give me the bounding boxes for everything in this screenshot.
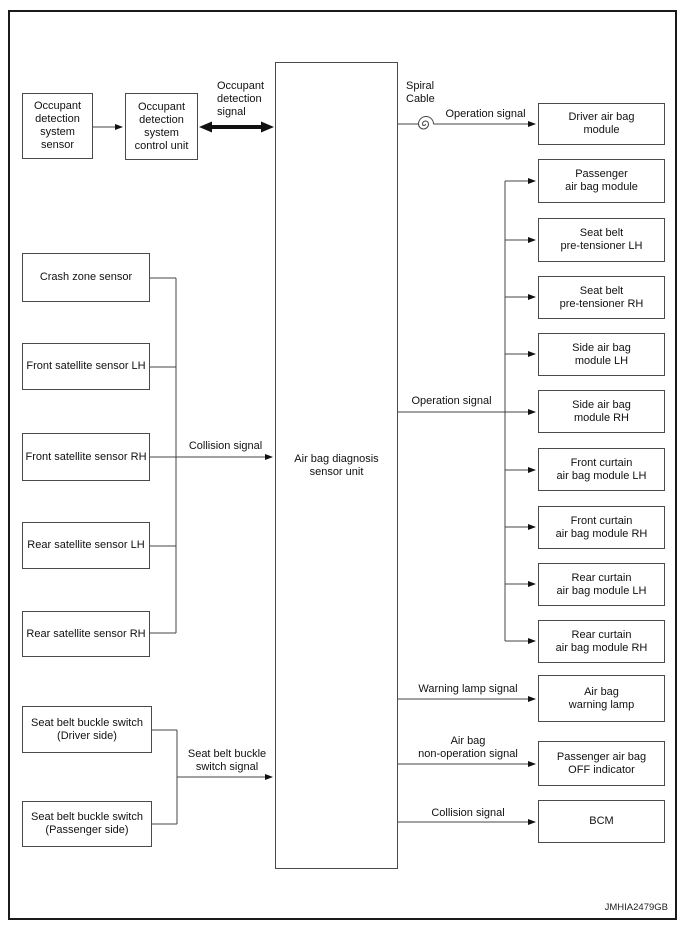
node-label: Occupant detection system control unit [134, 100, 189, 152]
node-passenger-off-indicator: Passenger air bag OFF indicator [538, 741, 665, 786]
spiral-cable-icon [417, 116, 434, 130]
node-airbag-warning-lamp: Air bag warning lamp [538, 675, 665, 722]
label-collision-signal-in: Collision signal [188, 440, 263, 452]
node-label: Air bag warning lamp [568, 685, 635, 711]
node-label: BCM [589, 815, 614, 827]
label-occupant-detection-signal: Occupant detection signal [217, 80, 265, 118]
node-label: Driver air bag module [568, 111, 635, 136]
node-pretensioner-rh: Seat belt pre-tensioner RH [538, 276, 665, 319]
double-arrow-left-head [199, 121, 212, 133]
node-passenger-airbag-module: Passenger air bag module [538, 159, 665, 203]
node-rear-curtain-rh: Rear curtain air bag module RH [538, 620, 665, 663]
node-rear-satellite-rh: Rear satellite sensor RH [22, 611, 150, 657]
node-label: Rear curtain air bag module LH [556, 571, 647, 597]
node-label: Front curtain air bag module LH [556, 456, 647, 482]
figure-id: JMHIA2479GB [604, 902, 668, 913]
node-occupant-detection-sensor: Occupant detection system sensor [22, 93, 93, 159]
node-driver-airbag-module: Driver air bag module [538, 103, 665, 145]
double-arrow-right-head [261, 121, 274, 133]
label-operation-signal-driver: Operation signal [445, 108, 526, 120]
node-label: Seat belt pre-tensioner RH [559, 284, 644, 310]
node-label: Passenger air bag OFF indicator [556, 750, 647, 776]
node-label: Rear satellite sensor RH [26, 627, 146, 640]
node-label: Air bag diagnosis sensor unit [294, 452, 379, 478]
node-occupant-control-unit: Occupant detection system control unit [125, 93, 198, 160]
node-label: Seat belt buckle switch (Passenger side) [31, 811, 143, 836]
node-airbag-diagnosis-sensor-unit: Air bag diagnosis sensor unit [275, 62, 398, 869]
label-spiral-cable: Spiral Cable [406, 80, 435, 105]
node-label: Front satellite sensor RH [25, 450, 147, 463]
label-non-operation-signal: Air bag non-operation signal [418, 735, 518, 760]
node-rear-curtain-lh: Rear curtain air bag module LH [538, 563, 665, 606]
node-label: Rear satellite sensor LH [27, 539, 145, 551]
node-label: Occupant detection system sensor [33, 100, 82, 151]
node-buckle-switch-passenger: Seat belt buckle switch (Passenger side) [22, 801, 152, 847]
node-label: Rear curtain air bag module RH [555, 628, 648, 654]
node-label: Seat belt pre-tensioner LH [560, 227, 643, 252]
node-front-satellite-lh: Front satellite sensor LH [22, 343, 150, 390]
node-bcm: BCM [538, 800, 665, 843]
node-label: Side air bag module RH [572, 398, 631, 424]
node-label: Front curtain air bag module RH [555, 514, 648, 540]
node-front-curtain-rh: Front curtain air bag module RH [538, 506, 665, 549]
node-side-airbag-lh: Side air bag module LH [538, 333, 665, 376]
node-label: Side air bag module LH [572, 341, 631, 367]
node-label: Crash zone sensor [39, 271, 133, 283]
node-label: Passenger air bag module [565, 168, 638, 193]
node-buckle-switch-driver: Seat belt buckle switch (Driver side) [22, 706, 152, 753]
node-rear-satellite-lh: Rear satellite sensor LH [22, 522, 150, 569]
node-label: Front satellite sensor LH [26, 360, 146, 372]
node-front-satellite-rh: Front satellite sensor RH [22, 433, 150, 481]
node-crash-zone-sensor: Crash zone sensor [22, 253, 150, 302]
node-pretensioner-lh: Seat belt pre-tensioner LH [538, 218, 665, 262]
node-side-airbag-rh: Side air bag module RH [538, 390, 665, 433]
node-front-curtain-lh: Front curtain air bag module LH [538, 448, 665, 491]
label-buckle-switch-signal: Seat belt buckle switch signal [187, 748, 267, 773]
label-operation-signal-main: Operation signal [411, 395, 492, 407]
label-collision-signal-out: Collision signal [431, 807, 505, 819]
node-label: Seat belt buckle switch (Driver side) [31, 716, 143, 742]
label-warning-lamp-signal: Warning lamp signal [418, 683, 518, 695]
